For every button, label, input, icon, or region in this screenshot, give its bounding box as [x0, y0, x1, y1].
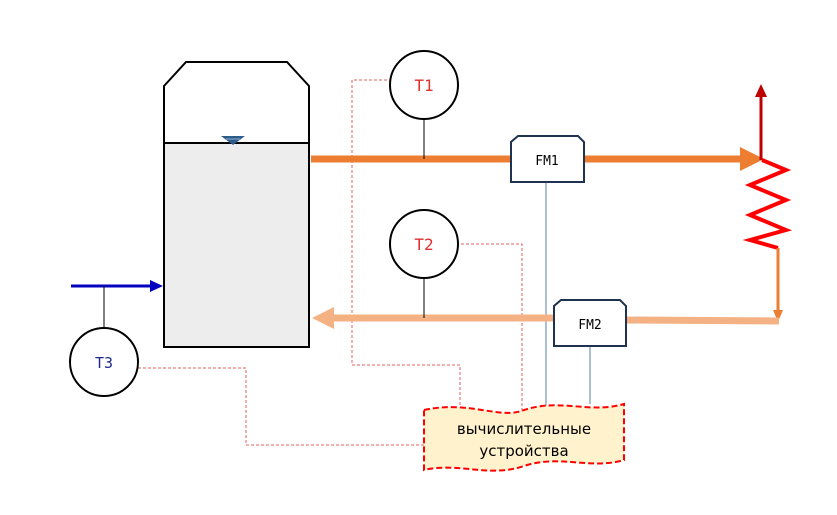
computing-devices-shape: [423, 402, 625, 472]
flowmeter-fm2[interactable]: FM2: [553, 299, 627, 347]
storage-tank: [163, 61, 310, 348]
sensor-t2-circle: [389, 209, 459, 279]
flowmeter-signal-lines: [545, 182, 591, 410]
cold-inlet: [71, 280, 163, 292]
sensor-t3[interactable]: T3: [69, 327, 139, 397]
flowmeter-fm2-label: FM2: [578, 318, 601, 333]
computing-devices[interactable]: вычислительные устройства: [423, 402, 625, 472]
hot-supply-pipe: [311, 147, 764, 171]
sensor-t1-label: T1: [414, 76, 433, 95]
heater-coil: [742, 158, 793, 250]
heater-outlet: [773, 248, 783, 322]
flowmeter-fm2-shape: [553, 299, 627, 347]
tank-water: [165, 143, 308, 346]
hot-pipe-arrowhead: [740, 147, 764, 171]
heater-outlet-arrowhead: [773, 310, 783, 322]
return-pipe: [312, 307, 780, 329]
return-pipe-right: [625, 316, 780, 325]
sensor-t3-label: T3: [95, 354, 113, 372]
cold-inlet-arrowhead: [150, 280, 163, 292]
sensor-t2-label: T2: [414, 235, 433, 254]
sensor-t1-circle: [389, 50, 459, 120]
flowmeter-fm1-label: FM1: [535, 154, 558, 169]
sensor-t3-circle: [69, 327, 139, 397]
sensor-t1[interactable]: T1: [389, 50, 459, 120]
return-pipe-arrowhead: [312, 307, 334, 329]
water-level-icon: [221, 136, 245, 145]
computing-devices-label-line1: вычислительные: [457, 420, 591, 438]
heater: [742, 84, 793, 250]
computing-devices-label-line2: устройства: [479, 442, 568, 460]
sensor-stems: [103, 118, 425, 328]
t2-signal-line: [456, 243, 523, 412]
t1-signal-line: [351, 79, 461, 412]
t3-signal-line: [138, 367, 424, 446]
heat-output-arrow-icon: [755, 84, 767, 97]
flowmeter-fm1[interactable]: FM1: [510, 135, 585, 183]
sensor-t2[interactable]: T2: [389, 209, 459, 279]
flowmeter-fm1-shape: [510, 135, 585, 183]
signal-lines: [138, 79, 523, 446]
